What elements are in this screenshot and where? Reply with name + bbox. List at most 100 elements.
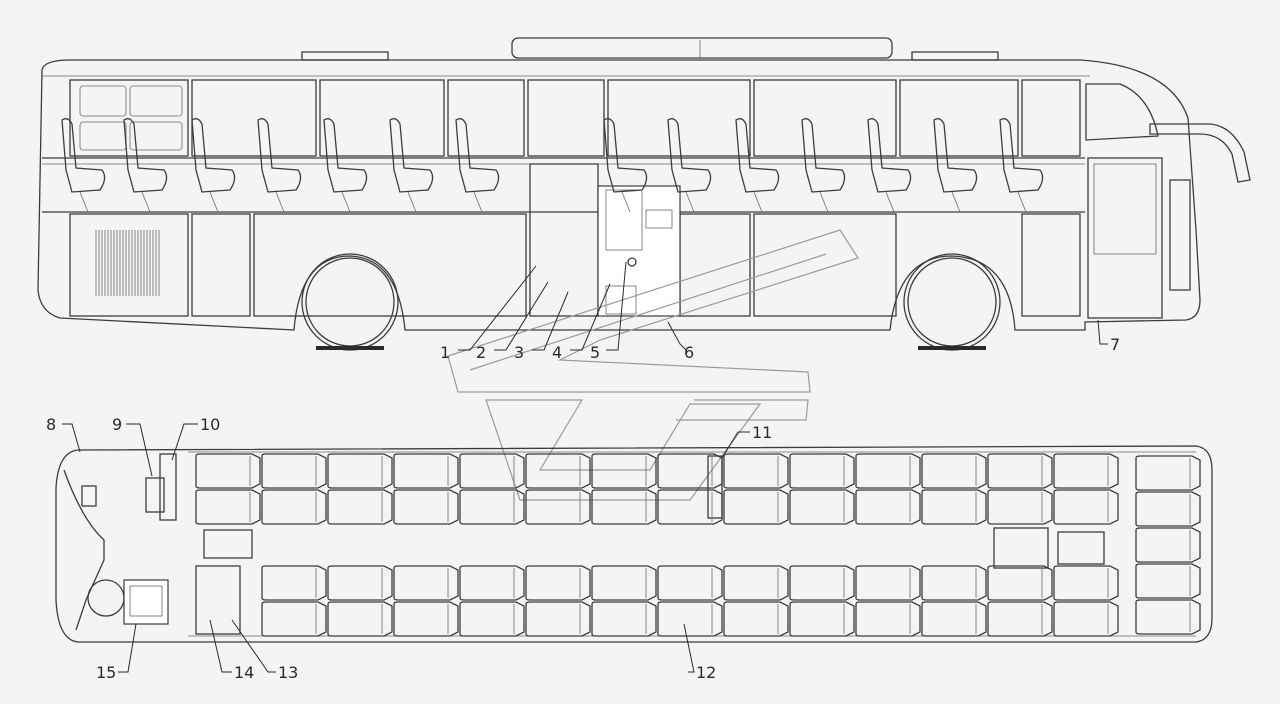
callout-15: 15 bbox=[96, 663, 116, 682]
plan-seat bbox=[921, 489, 987, 525]
plan-seat bbox=[1135, 491, 1201, 527]
callout-8: 8 bbox=[46, 415, 56, 434]
plan-seat bbox=[393, 489, 459, 525]
plan-seat bbox=[459, 453, 525, 489]
plan-seat bbox=[591, 601, 657, 637]
plan-seat bbox=[525, 601, 591, 637]
callout-9: 9 bbox=[112, 415, 122, 434]
plan-seat bbox=[789, 601, 855, 637]
callout-13: 13 bbox=[278, 663, 298, 682]
plan-seat bbox=[525, 565, 591, 601]
plan-seat bbox=[657, 489, 723, 525]
plan-seat bbox=[195, 489, 261, 525]
plan-seat bbox=[657, 453, 723, 489]
plan-seat bbox=[393, 601, 459, 637]
plan-seat bbox=[723, 601, 789, 637]
callout-14: 14 bbox=[234, 663, 254, 682]
plan-seat bbox=[1053, 601, 1119, 637]
side-seat bbox=[999, 118, 1044, 213]
side-seat bbox=[123, 118, 168, 213]
bus-plan-view bbox=[55, 445, 1213, 643]
plan-seat bbox=[921, 453, 987, 489]
side-seat bbox=[61, 118, 106, 213]
plan-seat bbox=[459, 489, 525, 525]
plan-seat bbox=[525, 489, 591, 525]
plan-seat bbox=[327, 489, 393, 525]
plan-seat bbox=[393, 565, 459, 601]
plan-seat bbox=[1135, 455, 1201, 491]
plan-seat bbox=[195, 453, 261, 489]
plan-seat bbox=[855, 453, 921, 489]
plan-outline bbox=[55, 445, 1213, 643]
side-seat bbox=[323, 118, 368, 213]
side-seat bbox=[933, 118, 978, 213]
plan-seat bbox=[591, 489, 657, 525]
plan-seat bbox=[261, 489, 327, 525]
plan-seat bbox=[789, 453, 855, 489]
plan-seat bbox=[459, 601, 525, 637]
plan-seat bbox=[855, 489, 921, 525]
plan-seats bbox=[195, 453, 1201, 637]
plan-seat bbox=[393, 453, 459, 489]
front-door bbox=[1087, 157, 1191, 319]
side-seats bbox=[61, 118, 1044, 213]
side-seat bbox=[667, 118, 712, 213]
plan-seat bbox=[921, 601, 987, 637]
plan-seat bbox=[591, 565, 657, 601]
side-mirror bbox=[1149, 123, 1251, 183]
plan-seat bbox=[723, 489, 789, 525]
side-seat bbox=[735, 118, 780, 213]
plan-seat bbox=[723, 565, 789, 601]
plan-seat bbox=[855, 565, 921, 601]
callout-4: 4 bbox=[552, 343, 562, 362]
callout-10: 10 bbox=[200, 415, 220, 434]
plan-seat bbox=[657, 565, 723, 601]
side-seat bbox=[257, 118, 302, 213]
plan-seat bbox=[789, 565, 855, 601]
callout-7: 7 bbox=[1110, 335, 1120, 354]
middle-door-area bbox=[529, 163, 681, 317]
callout-1: 1 bbox=[440, 343, 450, 362]
plan-seat bbox=[327, 565, 393, 601]
plan-seat bbox=[987, 453, 1053, 489]
driver-area bbox=[63, 453, 177, 631]
plan-seat bbox=[1053, 453, 1119, 489]
callout-6: 6 bbox=[684, 343, 694, 362]
side-seat bbox=[455, 118, 500, 213]
plan-seat bbox=[1053, 565, 1119, 601]
plan-seat bbox=[1135, 563, 1201, 599]
plan-seat bbox=[327, 601, 393, 637]
luggage-panels bbox=[69, 213, 1081, 317]
side-windows bbox=[69, 79, 1159, 157]
callout-11: 11 bbox=[752, 423, 772, 442]
leader-lines bbox=[62, 261, 1108, 673]
plan-seat bbox=[921, 565, 987, 601]
side-seat bbox=[389, 118, 434, 213]
side-seat bbox=[191, 118, 236, 213]
plan-seat bbox=[1135, 527, 1201, 563]
plan-seat bbox=[261, 601, 327, 637]
wheels bbox=[301, 253, 1001, 351]
side-seat bbox=[867, 118, 912, 213]
plan-seat bbox=[987, 489, 1053, 525]
callout-2: 2 bbox=[476, 343, 486, 362]
callout-5: 5 bbox=[590, 343, 600, 362]
plan-seat bbox=[987, 601, 1053, 637]
watermark-logo bbox=[447, 229, 859, 501]
mid-door-plan bbox=[195, 455, 1105, 635]
callout-labels: 1 2 3 4 5 6 7 8 9 10 11 12 13 14 15 bbox=[46, 335, 1120, 682]
plan-seat bbox=[657, 601, 723, 637]
plan-seat bbox=[525, 453, 591, 489]
plan-seat bbox=[261, 453, 327, 489]
plan-seat bbox=[855, 601, 921, 637]
side-seat bbox=[603, 118, 648, 213]
plan-seat bbox=[723, 453, 789, 489]
plan-seat bbox=[459, 565, 525, 601]
plan-seat bbox=[1053, 489, 1119, 525]
plan-seat bbox=[261, 565, 327, 601]
bus-side-view bbox=[37, 37, 1251, 351]
side-seat bbox=[801, 118, 846, 213]
callout-12: 12 bbox=[696, 663, 716, 682]
